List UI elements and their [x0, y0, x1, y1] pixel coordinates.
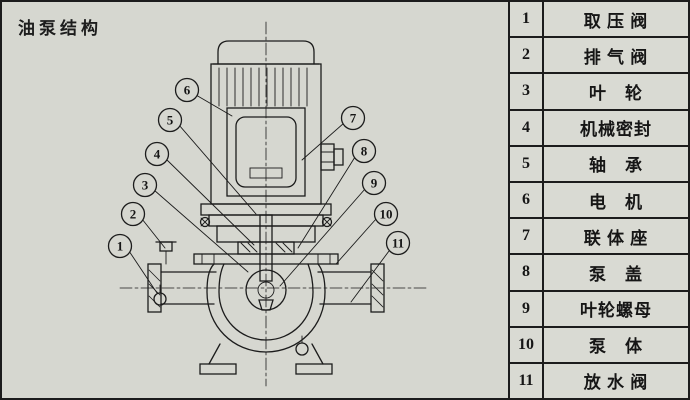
- table-row: 7 联 体 座: [510, 219, 688, 256]
- part-name: 联 体 座: [583, 228, 649, 248]
- part-name: 电 机: [589, 192, 643, 212]
- callout-6: 6: [184, 83, 191, 98]
- table-row: 2 排 气 阀: [510, 38, 688, 75]
- part-name: 取 压 阀: [583, 11, 649, 31]
- callout-11: 11: [392, 236, 404, 251]
- pressure-tap-valve: [153, 284, 167, 306]
- table-row: 1 取 压 阀: [510, 2, 688, 39]
- part-name: 排 气 阀: [583, 47, 649, 67]
- callout-5: 5: [167, 113, 174, 128]
- table-row: 10 泵 体: [510, 327, 688, 364]
- part-number: 2: [510, 38, 544, 73]
- pump-cover: [193, 253, 339, 265]
- part-name: 泵 盖: [589, 264, 643, 284]
- part-number: 3: [510, 74, 544, 109]
- part-name: 泵 体: [589, 337, 643, 357]
- callout-balloons: [107, 77, 411, 259]
- callout-2: 2: [130, 207, 137, 222]
- drain-valve: [295, 335, 309, 356]
- leader-lines: [128, 94, 390, 303]
- part-number: 9: [510, 291, 544, 326]
- table-row: 5 轴 承: [510, 146, 688, 183]
- table-row: 9 叶轮螺母: [510, 291, 688, 328]
- part-number: 10: [510, 327, 544, 362]
- part-number: 8: [510, 255, 544, 290]
- table-row: 8 泵 盖: [510, 255, 688, 292]
- pump-drawing-svg: 1 2 3 4 5 6 7 8 9 10 11: [107, 21, 427, 387]
- part-number: 5: [510, 146, 544, 181]
- table-row: 6 电 机: [510, 182, 688, 220]
- part-name: 叶轮螺母: [580, 301, 652, 321]
- vent-valve: [155, 241, 177, 265]
- table-row: 11 放 水 阀: [510, 363, 688, 398]
- table-row: 4 机械密封: [510, 110, 688, 147]
- callout-1: 1: [117, 239, 124, 254]
- callout-8: 8: [361, 144, 368, 159]
- callout-10: 10: [380, 207, 393, 222]
- table-row: 3 叶 轮: [510, 74, 688, 111]
- base-feet: [199, 343, 333, 375]
- part-number: 1: [510, 2, 544, 37]
- pump-diagram: 油泵结构: [2, 2, 508, 398]
- part-name: 轴 承: [589, 156, 643, 176]
- diagram-title: 油泵结构: [18, 19, 102, 38]
- part-number: 6: [510, 182, 544, 218]
- parts-table: 1 取 压 阀 2 排 气 阀 3 叶 轮 4 机械密封 5 轴 承 6 电 机…: [508, 2, 688, 398]
- part-name: 机械密封: [580, 120, 652, 140]
- part-number: 11: [510, 363, 544, 398]
- callout-3: 3: [142, 178, 149, 193]
- part-name: 放 水 阀: [583, 373, 649, 393]
- part-number: 4: [510, 110, 544, 145]
- part-number: 7: [510, 219, 544, 254]
- callout-7: 7: [350, 111, 357, 126]
- pump-body: [206, 263, 326, 353]
- motor-connector: [320, 143, 344, 171]
- centerlines: [119, 21, 427, 387]
- callout-9: 9: [371, 176, 378, 191]
- part-name: 叶 轮: [589, 83, 643, 103]
- callout-4: 4: [154, 147, 161, 162]
